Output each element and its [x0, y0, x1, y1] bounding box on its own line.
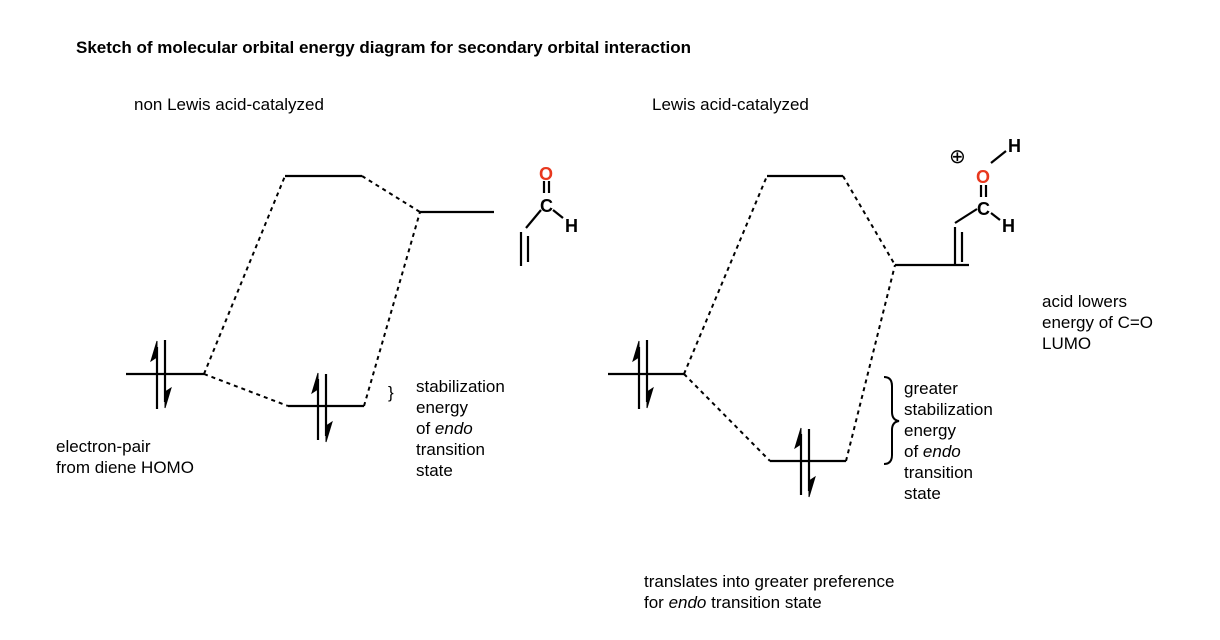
right-dash-lower-lumo	[845, 264, 896, 462]
right-stab-line-1: greater	[904, 379, 958, 398]
positive-charge-icon: ⊕	[949, 144, 966, 168]
right-stab-line-4: of endo	[904, 442, 961, 461]
right-cc-bond	[954, 208, 978, 224]
right-hydrogen-top-atom: H	[1008, 136, 1021, 156]
diagram-title: Sketch of molecular orbital energy diagr…	[76, 38, 691, 57]
right-oh-bond	[990, 150, 1007, 164]
right-stabilization-label: greater stabilization energy of endo tra…	[904, 378, 993, 504]
acid-note: acid lowers energy of C=O LUMO	[1042, 291, 1153, 354]
left-stab-line-5: state	[416, 461, 453, 480]
acid-note-line-3: LUMO	[1042, 334, 1092, 353]
footer-note: translates into greater preference for e…	[644, 571, 894, 613]
homo-label: electron-pair from diene HOMO	[56, 436, 194, 478]
right-stab-line-5: transition	[904, 463, 973, 482]
right-stab-endo: endo	[922, 442, 961, 461]
right-dash-homo-lower	[683, 373, 771, 462]
left-stab-endo: endo	[434, 419, 473, 438]
left-ch-bond	[552, 209, 564, 219]
acid-note-line-1: acid lowers	[1042, 292, 1128, 311]
left-stab-line-4: transition	[416, 440, 485, 459]
left-acrolein-molecule	[519, 181, 564, 266]
left-dash-homo-lower	[203, 373, 289, 407]
right-oxygen-atom: O	[976, 167, 990, 187]
right-panel-heading: Lewis acid-catalyzed	[652, 95, 809, 114]
left-dash-homo-upper	[203, 175, 286, 375]
right-ts-electron-pair	[794, 427, 816, 498]
left-hydrogen-atom: H	[565, 216, 578, 236]
left-oxygen-atom: O	[539, 164, 553, 184]
homo-label-line-1: electron-pair	[56, 437, 151, 456]
footer-endo: endo	[668, 593, 707, 612]
right-dash-upper-lumo	[842, 175, 896, 266]
footer-line-1: translates into greater preference	[644, 572, 895, 591]
acid-note-line-2: energy of C=O	[1042, 313, 1154, 332]
right-hydrogen-side-atom: H	[1002, 216, 1015, 236]
left-homo-electron-pair	[150, 340, 172, 409]
right-dash-homo-upper	[683, 175, 768, 375]
left-dash-upper-lumo	[361, 175, 421, 213]
right-carbon-atom: C	[977, 199, 990, 219]
right-protonated-acrolein-molecule	[953, 150, 1007, 265]
left-stabilization-label: stabilization energy of endo transition …	[416, 376, 505, 481]
right-homo-electron-pair	[632, 340, 654, 409]
left-stab-line-3: of endo	[416, 419, 473, 438]
left-panel-heading: non Lewis acid-catalyzed	[134, 95, 324, 114]
homo-label-line-2: from diene HOMO	[56, 458, 194, 477]
left-stab-line-1: stabilization	[416, 377, 505, 396]
footer-line-2: for endo transition state	[644, 593, 822, 612]
right-stab-line-2: stabilization	[904, 400, 993, 419]
right-stab-line-6: state	[904, 484, 941, 503]
left-stabilization-brace: }	[388, 383, 394, 402]
left-ts-electron-pair	[311, 372, 333, 443]
left-stab-line-2: energy	[416, 398, 468, 417]
left-homo-down-arrowhead	[164, 386, 172, 409]
right-stabilization-brace	[883, 376, 900, 465]
right-stab-line-3: energy	[904, 421, 956, 440]
right-ch-bond	[990, 212, 1001, 221]
left-cc-bond	[525, 209, 542, 229]
left-dash-lower-lumo	[363, 211, 421, 407]
left-carbon-atom: C	[540, 196, 553, 216]
left-homo-up-arrowhead	[150, 340, 158, 363]
